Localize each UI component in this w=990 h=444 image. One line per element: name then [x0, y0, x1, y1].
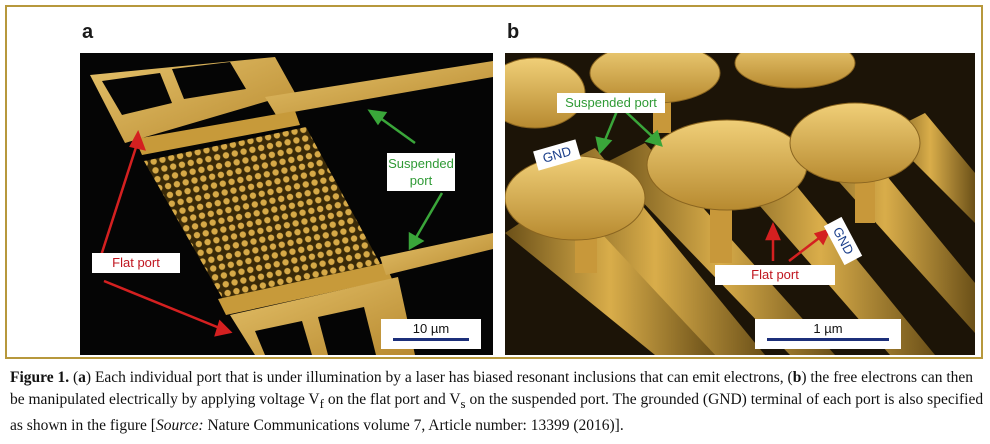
panel-b-letter: b [507, 21, 520, 43]
panel-a-flat-port-label: Flat port [92, 253, 180, 273]
caption-figure-label: Figure 1. [10, 369, 70, 386]
panel-b-scale-bar: 1 µm [755, 319, 901, 349]
panel-a-suspended-port-label: Suspended port [387, 153, 455, 191]
caption-part-open-a: ( [69, 369, 79, 386]
caption-letter-b: b [792, 369, 802, 386]
panel-b-scale-line [767, 338, 889, 341]
panel-a-scale-line [393, 338, 469, 341]
figure-caption: Figure 1. (a) Each individual port that … [10, 367, 985, 437]
caption-part-after-vf: on the flat port and V [323, 391, 461, 408]
panel-a-flat-arrows [96, 129, 233, 337]
caption-letter-a: a [78, 369, 86, 386]
panel-b-scale-text: 1 µm [813, 321, 843, 336]
figure-frame: a [5, 5, 983, 359]
panel-b-image: Suspended port GND GND Flat port 1 µm [505, 53, 975, 355]
panel-a-letter: a [82, 21, 94, 43]
caption-source-text: Nature Communications volume 7, Article … [203, 417, 624, 435]
caption-sub-f: f [319, 396, 324, 412]
panel-a-suspended-port-line1: Suspended [388, 156, 454, 171]
caption-part-after-vs: on the suspended port. The grounded (GND… [10, 391, 984, 435]
panel-a-suspended-port-line2: port [409, 173, 433, 188]
caption-sub-s: s [460, 396, 466, 412]
panel-b-flat-arrows [765, 221, 832, 262]
panel-a-suspended-arrows [367, 109, 444, 251]
panel-a-image: Suspended port Flat port 10 µm [80, 53, 493, 355]
panel-a-scale-text: 10 µm [412, 321, 450, 336]
panel-b-flat-port-label: Flat port [715, 265, 835, 285]
caption-source-label: Source: [155, 417, 204, 435]
panel-a-scale-bar: 10 µm [381, 319, 481, 349]
panel-b-suspended-port-label: Suspended port [557, 93, 665, 113]
panel-b-suspended-arrows [595, 110, 663, 155]
caption-part-after-a: ) Each individual port that is under ill… [85, 369, 793, 386]
caption-part-after-b: ) the free electrons can then be manipul… [10, 369, 974, 408]
panel-a-micrograph [80, 53, 493, 355]
